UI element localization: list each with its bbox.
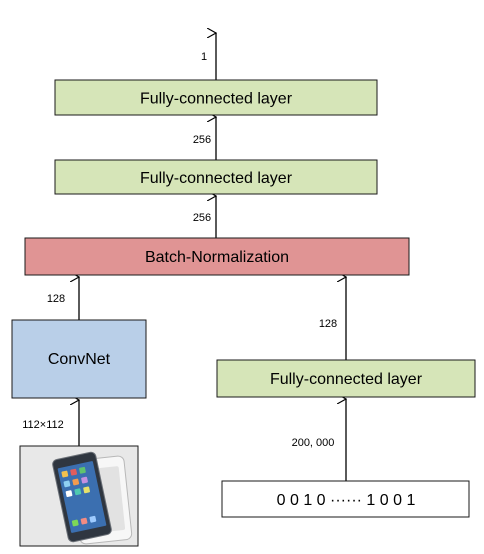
fc-layer-middle-box [54,159,378,195]
edge-label-bn-to-fc-mid: 256 [193,212,211,224]
batch-norm-layer: Batch-Normalization [24,237,410,276]
convnet-label: ConvNet [48,351,111,368]
fc-layer-bottom: Fully-connected layer [216,359,476,398]
fc-layer-middle-label: Fully-connected layer [140,170,293,187]
convnet-block: ConvNet [11,319,147,399]
edge-label-image-to-convnet: 112×112 [22,419,64,431]
phone-image [19,445,139,547]
fc-layer-top-box [54,79,378,116]
binary-vector: 0 0 1 0 ······ 1 0 0 1 [221,480,470,518]
edge-label-vector-to-fc-bottom: 200, 000 [292,437,335,449]
edge-label-output: 1 [201,51,207,63]
edge-label-fc-mid-to-fc-top: 256 [193,134,211,146]
batch-norm-label: Batch-Normalization [145,249,289,266]
edge-label-convnet-to-bn: 128 [47,293,65,305]
fc-layer-middle: Fully-connected layer [54,159,378,195]
convnet-box [11,319,147,399]
fc-layer-bottom-box [216,359,476,398]
fc-layer-top-label: Fully-connected layer [140,91,293,108]
fc-layer-top: Fully-connected layer [54,79,378,116]
smartphone-photo-icon [52,451,133,545]
binary-vector-label: 0 0 1 0 ······ 1 0 0 1 [277,492,416,509]
fc-layer-bottom-label: Fully-connected layer [270,371,423,388]
edge-label-fc-bottom-to-bn: 128 [319,318,337,330]
batch-norm-box [24,237,410,276]
binary-vector-box [221,480,470,518]
